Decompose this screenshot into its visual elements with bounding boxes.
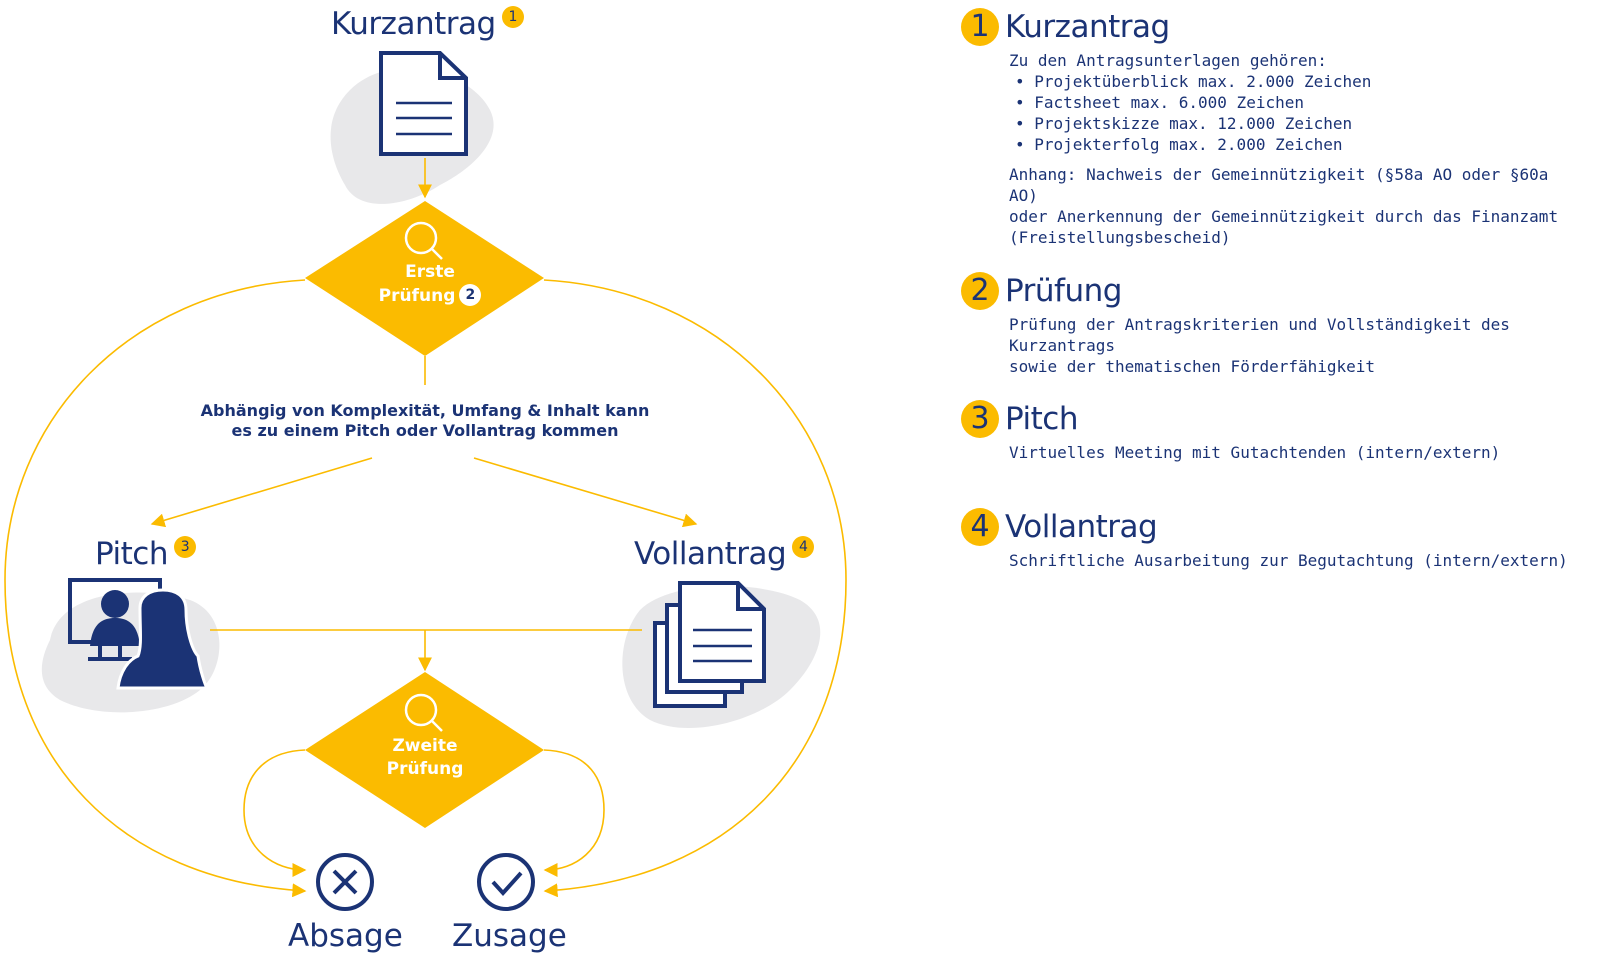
legend-appendix-line: oder Anerkennung der Gemeinnützigkeit du… <box>1009 207 1559 226</box>
legend-title: Prüfung <box>1005 273 1122 309</box>
zweite-pruefung-diamond <box>305 672 544 828</box>
erste-pruefung-line2: Prüfung <box>378 286 456 306</box>
node-pitch-label: Pitch <box>95 536 168 572</box>
legend-section-vollantrag: 4 Vollantrag Schriftliche Ausarbeitung z… <box>961 507 1571 571</box>
branch-note-line1: Abhängig von Komplexität, Umfang & Inhal… <box>200 401 650 420</box>
legend-appendix-line: (Freistellungsbescheid) <box>1009 228 1231 247</box>
edge-to-vollantrag <box>473 457 698 528</box>
node-absage: Absage <box>288 918 403 954</box>
legend-number-badge: 4 <box>961 508 999 546</box>
zweite-pruefung-line2: Prüfung <box>386 759 464 779</box>
edge-to-pitch <box>150 457 373 528</box>
step-badge: 2 <box>459 284 482 306</box>
zweite-pruefung-line1: Zweite <box>392 736 458 756</box>
legend-number-badge: 3 <box>961 400 999 438</box>
legend-number-badge: 2 <box>961 272 999 310</box>
legend-appendix-line: Anhang: Nachweis der Gemeinnützigkeit (§… <box>1009 165 1549 205</box>
legend-intro: Zu den Antragsunterlagen gehören: <box>1009 51 1327 70</box>
legend-title: Kurzantrag <box>1005 9 1170 45</box>
legend-title: Vollantrag <box>1005 509 1158 545</box>
edge-big-right <box>543 279 847 898</box>
node-kurzantrag-label: Kurzantrag <box>331 6 496 42</box>
legend-list: Projektüberblick max. 2.000 Zeichen Fact… <box>1009 71 1571 155</box>
legend-title: Pitch <box>1005 401 1078 437</box>
edge-zweite-absage <box>243 749 307 877</box>
branch-note-line2: es zu einem Pitch oder Vollantrag kommen <box>231 421 619 440</box>
magnifier-icon <box>404 221 443 260</box>
magnifier-icon <box>404 693 443 732</box>
erste-pruefung-line1: Erste <box>405 262 455 282</box>
legend-line: Schriftliche Ausarbeitung zur Begutachtu… <box>1009 551 1568 570</box>
legend-number-badge: 1 <box>961 8 999 46</box>
legend-line: sowie der thematischen Förderfähigkeit <box>1009 357 1376 376</box>
legend-list-item: Projektüberblick max. 2.000 Zeichen <box>1015 71 1571 92</box>
legend-line: Virtuelles Meeting mit Gutachtenden (int… <box>1009 443 1501 462</box>
legend-list-item: Projektskizze max. 12.000 Zeichen <box>1015 113 1571 134</box>
step-badge: 3 <box>173 536 196 558</box>
legend-section-pruefung: 2 Prüfung Prüfung der Antragskriterien u… <box>961 271 1571 377</box>
check-circle-icon <box>477 853 535 911</box>
legend-section-kurzantrag: 1 Kurzantrag Zu den Antragsunterlagen ge… <box>961 7 1571 248</box>
node-zweite-pruefung: Zweite Prüfung <box>365 735 485 781</box>
step-badge: 1 <box>501 6 524 28</box>
legend-section-pitch: 3 Pitch Virtuelles Meeting mit Gutachten… <box>961 399 1571 463</box>
stacked-documents-icon <box>653 581 766 708</box>
document-icon <box>379 51 468 156</box>
edge-big-left <box>4 279 307 898</box>
edge-zweite-zusage <box>543 749 605 877</box>
legend-list-item: Factsheet max. 6.000 Zeichen <box>1015 92 1571 113</box>
branch-note: Abhängig von Komplexität, Umfang & Inhal… <box>200 401 650 441</box>
erste-pruefung-diamond <box>305 201 544 356</box>
node-vollantrag-label: Vollantrag <box>634 536 787 572</box>
legend-list-item: Projekterfolg max. 2.000 Zeichen <box>1015 134 1571 155</box>
video-meeting-icon <box>68 578 210 690</box>
node-zusage: Zusage <box>452 918 567 954</box>
x-circle-icon <box>316 853 374 911</box>
connectors <box>4 158 847 898</box>
step-badge: 4 <box>792 536 815 558</box>
legend-line: Prüfung der Antragskriterien und Vollstä… <box>1009 315 1510 355</box>
